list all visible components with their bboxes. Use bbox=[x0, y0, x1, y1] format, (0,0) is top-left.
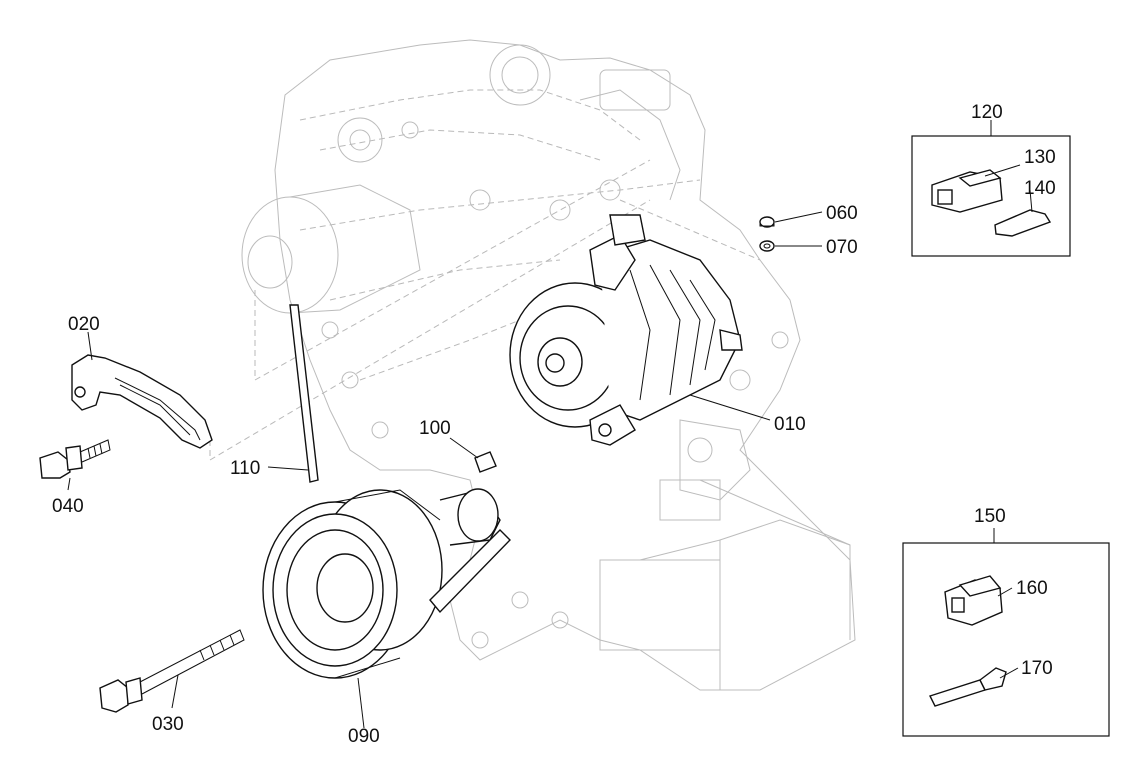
v-belt bbox=[289, 304, 511, 614]
callout-010: 010 bbox=[774, 414, 806, 435]
callout-090: 090 bbox=[348, 726, 380, 747]
callout-150: 150 bbox=[974, 506, 1006, 527]
callout-040: 040 bbox=[52, 496, 84, 517]
adjusting-bolt bbox=[39, 439, 111, 479]
long-bolt bbox=[99, 629, 245, 713]
leader-lines bbox=[67, 120, 1033, 729]
engine-block-outline bbox=[209, 39, 856, 691]
alternator bbox=[509, 214, 743, 446]
crank-pulley bbox=[262, 488, 501, 679]
callout-labels: 020 040 030 090 110 100 010 060 070 120 … bbox=[52, 102, 1056, 747]
nut bbox=[759, 216, 775, 228]
adjusting-bracket bbox=[71, 354, 213, 449]
callout-060: 060 bbox=[826, 203, 858, 224]
callout-170: 170 bbox=[1021, 658, 1053, 679]
callout-130: 130 bbox=[1024, 147, 1056, 168]
callout-020: 020 bbox=[68, 314, 100, 335]
callout-110: 110 bbox=[230, 458, 260, 479]
callout-030: 030 bbox=[152, 714, 184, 735]
washer bbox=[759, 240, 775, 252]
connector-inset-150 bbox=[902, 542, 1110, 737]
callout-140: 140 bbox=[1024, 178, 1056, 199]
callout-070: 070 bbox=[826, 237, 858, 258]
callout-160: 160 bbox=[1016, 578, 1048, 599]
spacer bbox=[474, 451, 497, 473]
connector-inset-120 bbox=[911, 135, 1071, 257]
callout-100: 100 bbox=[419, 418, 451, 439]
callout-120: 120 bbox=[971, 102, 1003, 123]
